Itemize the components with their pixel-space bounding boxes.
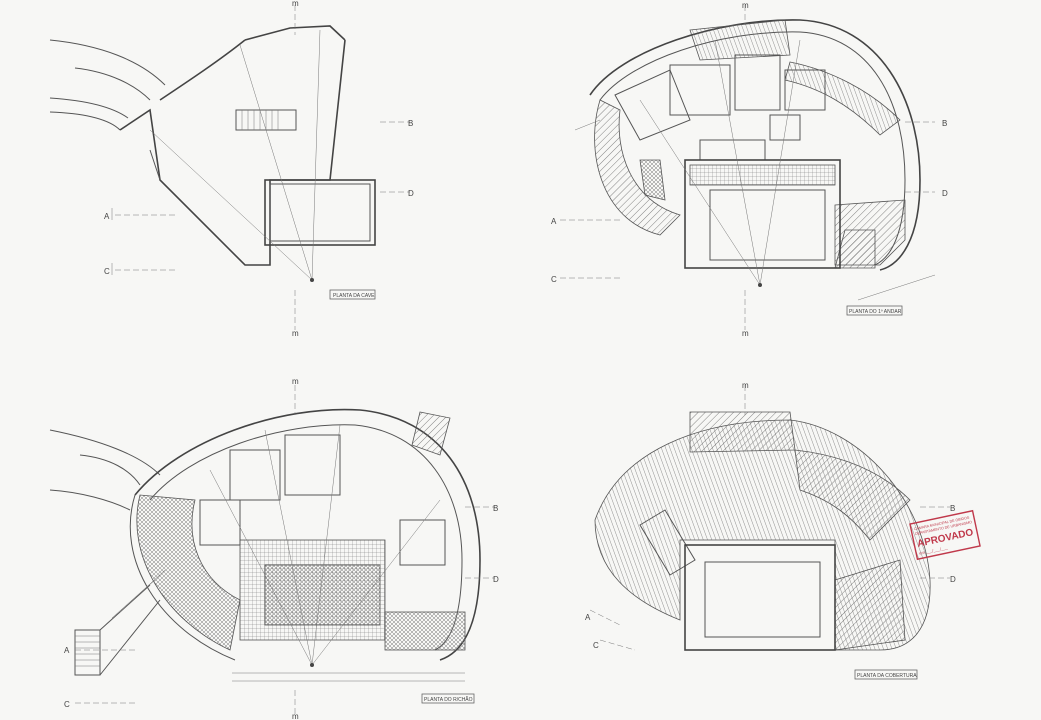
section-marker-a-roof: A — [585, 613, 591, 622]
section-marker-b-cave: B — [408, 119, 413, 128]
section-marker-c-roof: C — [593, 641, 599, 650]
section-marker-d-roof: D — [950, 575, 956, 584]
section-marker-d-cave: D — [408, 189, 414, 198]
plan-first-floor — [560, 5, 936, 330]
section-marker-e-first-top: m — [742, 1, 749, 10]
plan-roof — [589, 385, 950, 651]
plan-ground-floor — [49, 385, 495, 715]
plan-title-first: PLANTA DO 1º ANDAR — [849, 309, 902, 315]
section-marker-e-roof: m — [742, 381, 749, 390]
plan-title-roof: PLANTA DA COBERTURA — [857, 673, 917, 679]
plan-title-cave: PLANTA DA CAVE — [333, 293, 375, 299]
section-marker-a-first: A — [551, 217, 557, 226]
section-marker-d-first: D — [942, 189, 948, 198]
section-marker-b-first: B — [942, 119, 947, 128]
section-marker-c-first: C — [551, 275, 557, 284]
section-marker-b-roof: B — [950, 504, 955, 513]
plan-title-box-first — [846, 305, 903, 316]
plan-title-box-roof — [854, 669, 918, 680]
section-marker-a-ground: A — [64, 646, 70, 655]
section-marker-c-ground: C — [64, 700, 70, 709]
section-marker-e-cave-bottom: m — [292, 329, 299, 338]
approval-stamp: CÂMARA MUNICIPAL DE ÓBIDOS DEPARTAMENTO … — [909, 509, 981, 561]
section-marker-e-ground-bottom: m — [292, 712, 299, 720]
section-marker-b-ground: B — [493, 504, 498, 513]
section-marker-a-cave: A — [104, 212, 110, 221]
stamp-signature: em ___/___/___ — [919, 545, 949, 556]
plan-title-box-cave — [329, 289, 376, 300]
section-marker-e-ground-top: m — [292, 377, 299, 386]
section-marker-d-ground: D — [493, 575, 499, 584]
plan-cave — [49, 5, 410, 330]
section-marker-e-first-bottom: m — [742, 329, 749, 338]
plan-title-box-ground — [421, 693, 475, 704]
section-marker-c-cave: C — [104, 267, 110, 276]
section-marker-e-cave-top: m — [292, 0, 299, 8]
plan-title-ground: PLANTA DO R/CHÃO — [424, 696, 473, 703]
